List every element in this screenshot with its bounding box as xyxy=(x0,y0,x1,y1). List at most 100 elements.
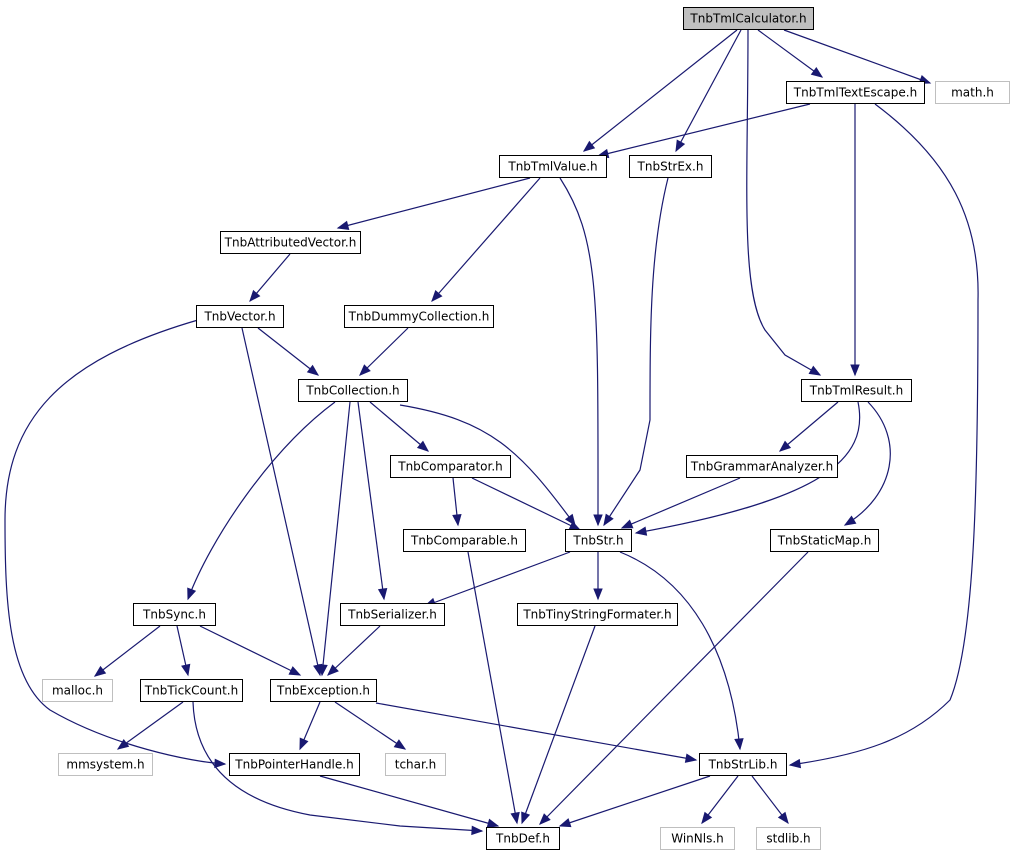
edge-line xyxy=(619,551,741,750)
node-label: TnbAttributedVector.h xyxy=(224,236,357,250)
edge-collection-to-serializer xyxy=(357,401,388,601)
node-label: TnbGrammarAnalyzer.h xyxy=(690,460,833,474)
node-winnls: WinNls.h xyxy=(660,827,735,850)
edge-arrowhead xyxy=(701,811,713,825)
node-label: TnbComparator.h xyxy=(397,460,503,474)
edge-line xyxy=(746,29,821,376)
node-collection[interactable]: TnbCollection.h xyxy=(298,379,408,402)
node-label: WinNls.h xyxy=(671,832,724,846)
node-label: mmsystem.h xyxy=(66,758,144,772)
node-def[interactable]: TnbDef.h xyxy=(486,827,560,850)
edge-grammar-to-str xyxy=(620,477,741,529)
edge-comparable-to-def xyxy=(467,551,520,825)
node-tick[interactable]: TnbTickCount.h xyxy=(140,679,243,702)
node-label: TnbStrLib.h xyxy=(708,758,778,772)
node-box xyxy=(683,7,814,30)
edge-attrvec-to-vector xyxy=(249,253,291,303)
node-box xyxy=(344,305,494,328)
node-comparable[interactable]: TnbComparable.h xyxy=(403,529,526,552)
node-box xyxy=(517,603,678,626)
node-attrvec[interactable]: TnbAttributedVector.h xyxy=(220,231,361,254)
node-label: malloc.h xyxy=(52,684,103,698)
node-tiny[interactable]: TnbTinyStringFormater.h xyxy=(517,603,678,626)
node-vector[interactable]: TnbVector.h xyxy=(196,305,284,328)
edge-line xyxy=(597,103,811,157)
node-box xyxy=(133,603,216,626)
node-str[interactable]: TnbStr.h xyxy=(565,529,632,552)
edge-arrowhead xyxy=(299,737,309,751)
node-label: math.h xyxy=(951,86,994,100)
node-label: TnbSerializer.h xyxy=(347,608,437,622)
node-box xyxy=(801,379,912,402)
edge-line xyxy=(337,177,531,229)
edge-line xyxy=(783,29,931,84)
edge-line xyxy=(359,327,409,376)
edge-strex-to-str xyxy=(603,177,669,527)
edge-line xyxy=(621,477,741,529)
node-pointer[interactable]: TnbPointerHandle.h xyxy=(229,753,360,776)
edge-arrowhead xyxy=(116,739,130,750)
edge-line xyxy=(241,327,321,676)
edge-strlib-to-stdlib xyxy=(751,775,789,825)
node-staticmap[interactable]: TnbStaticMap.h xyxy=(770,529,879,552)
node-comparator[interactable]: TnbComparator.h xyxy=(390,455,511,478)
node-label: TnbTmlResult.h xyxy=(809,384,903,398)
edge-arrowhead xyxy=(431,289,443,303)
edge-line xyxy=(199,625,301,676)
node-dummy[interactable]: TnbDummyCollection.h xyxy=(344,305,494,328)
edge-arrowhead xyxy=(521,811,531,825)
node-sync[interactable]: TnbSync.h xyxy=(133,603,216,626)
node-box xyxy=(660,827,735,850)
edge-line xyxy=(521,625,596,824)
edge-arrowhead xyxy=(486,818,500,828)
edge-line xyxy=(327,625,381,676)
node-result[interactable]: TnbTmlResult.h xyxy=(801,379,912,402)
edge-calc-to-value xyxy=(582,29,738,152)
edge-escape-to-value xyxy=(596,103,811,159)
edge-arrowhead xyxy=(393,739,407,750)
node-box xyxy=(499,155,607,178)
edge-exception-to-pointer xyxy=(299,701,321,751)
node-calc[interactable]: TnbTmlCalculator.h xyxy=(683,7,814,30)
node-strlib[interactable]: TnbStrLib.h xyxy=(699,753,787,776)
node-box xyxy=(403,529,526,552)
edge-vector-to-collection xyxy=(257,327,320,376)
edge-line xyxy=(375,702,697,761)
edge-line xyxy=(789,103,979,766)
edge-exception-to-strlib xyxy=(375,702,698,763)
edge-arrowhead xyxy=(593,588,603,601)
edge-line xyxy=(424,551,571,607)
edge-collection-to-sync xyxy=(187,401,336,601)
edge-comparator-to-comparable xyxy=(452,477,462,527)
edge-arrowhead xyxy=(843,515,857,526)
edge-arrowhead xyxy=(810,66,824,78)
edge-arrowhead xyxy=(471,825,484,836)
edge-line xyxy=(603,177,669,526)
edge-arrowhead xyxy=(336,220,350,230)
node-box xyxy=(298,379,408,402)
node-label: TnbTinyStringFormater.h xyxy=(522,608,671,622)
edge-serializer-to-exception xyxy=(327,625,381,676)
node-label: TnbTmlCalculator.h xyxy=(689,12,806,26)
node-box xyxy=(486,827,560,850)
edge-line xyxy=(321,401,351,676)
edge-arrowhead xyxy=(539,813,551,825)
edge-staticmap-to-def xyxy=(539,551,809,825)
edge-arrowhead xyxy=(288,666,302,676)
edge-strlib-to-def xyxy=(558,775,711,828)
node-grammar[interactable]: TnbGrammarAnalyzer.h xyxy=(686,455,838,478)
edge-calc-to-escape xyxy=(757,29,824,78)
edge-arrowhead xyxy=(181,663,191,677)
node-value[interactable]: TnbTmlValue.h xyxy=(499,155,607,178)
edge-tick-to-mmsystem xyxy=(116,701,184,750)
node-box xyxy=(58,753,153,776)
node-exception[interactable]: TnbException.h xyxy=(270,679,377,702)
node-serializer[interactable]: TnbSerializer.h xyxy=(340,603,445,626)
node-label: TnbComparable.h xyxy=(410,534,518,548)
node-strex[interactable]: TnbStrEx.h xyxy=(629,155,712,178)
edge-arrowhead xyxy=(214,758,227,769)
edge-escape-to-strlib xyxy=(788,103,979,769)
node-escape[interactable]: TnbTmlTextEscape.h xyxy=(786,81,925,104)
edge-line xyxy=(583,29,738,152)
